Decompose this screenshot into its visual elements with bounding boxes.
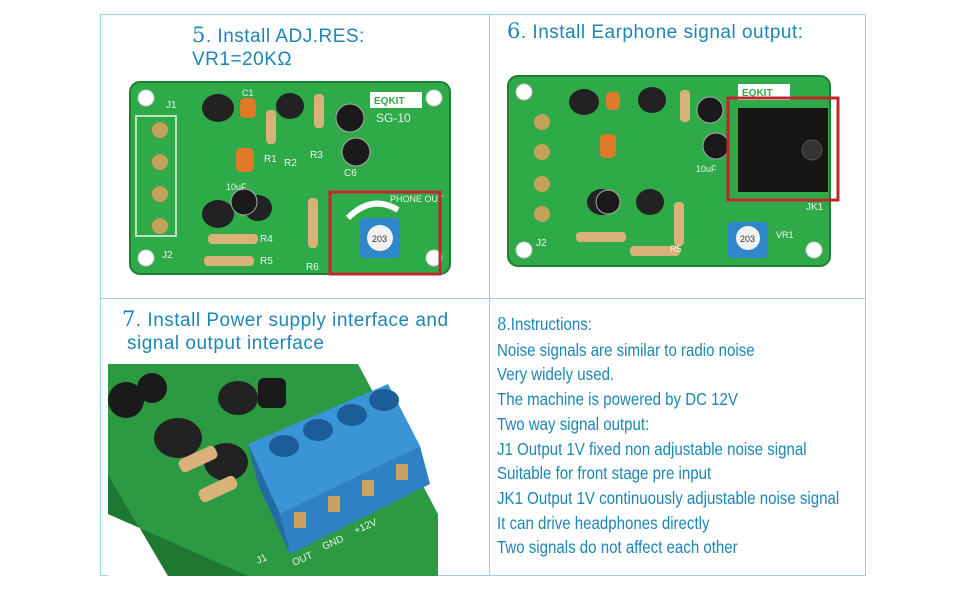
j2-label: J2 xyxy=(162,250,173,261)
instruction-line: Suitable for front stage pre input xyxy=(497,463,712,484)
j1-label: J1 xyxy=(166,100,177,111)
step6-number: 6 xyxy=(507,19,521,43)
brand-label-2: EQKIT xyxy=(742,88,773,99)
r5-label-2: R5 xyxy=(670,244,682,254)
brand-label: EQKIT xyxy=(374,96,405,107)
pot-code-label: 203 xyxy=(372,234,387,244)
pot-code-label-2: 203 xyxy=(740,234,755,244)
step6-title-text: . Install Earphone signal output: xyxy=(520,22,804,43)
r3-label: R3 xyxy=(310,150,323,161)
instruction-line: Noise signals are similar to radio noise xyxy=(497,339,755,360)
step8-title-text: .Instructions: xyxy=(506,314,592,334)
instructions-block: 8.Instructions: Noise signals are simila… xyxy=(497,312,839,560)
cap-value-label-2: 10uF xyxy=(696,164,717,174)
left-border xyxy=(100,14,101,576)
step5-subtitle: VR1=20KΩ xyxy=(192,49,293,70)
step8-number: 8 xyxy=(497,315,507,335)
step5-title: 5. Install ADJ.RES: xyxy=(192,22,365,50)
j1-label-3: J1 xyxy=(255,552,270,567)
grid-frame xyxy=(100,14,866,576)
model-label: SG-10 xyxy=(376,111,411,125)
vr1-label: VR1 xyxy=(776,230,794,240)
instruction-line: Very widely used. xyxy=(497,364,615,385)
step5-pcb-photo: EQKIT SG-10 J1 J2 R1 R2 R3 R4 R5 R6 C6 C… xyxy=(122,78,458,278)
c1-label: C1 xyxy=(242,88,254,98)
right-border xyxy=(865,14,866,576)
instruction-line: Two way signal output: xyxy=(497,413,650,434)
r6-label: R6 xyxy=(306,262,319,273)
c6-label: C6 xyxy=(344,168,357,179)
step5-number: 5 xyxy=(192,23,206,47)
r5-label: R5 xyxy=(260,256,273,267)
step6-pcb-photo: EQKIT R5 J2 10uF JK1 203 VR1 xyxy=(500,72,840,270)
instructions-heading: 8.Instructions: xyxy=(497,312,839,338)
instruction-line: J1 Output 1V fixed non adjustable noise … xyxy=(497,438,807,459)
bottom-border xyxy=(100,575,866,576)
step7-title-line2: signal output interface xyxy=(127,333,325,354)
instruction-line: Two signals do not affect each other xyxy=(497,537,738,558)
top-border xyxy=(100,14,866,15)
step7-title: 7. Install Power supply interface and xyxy=(122,306,449,334)
step7-terminal-photo: OUT GND +12V J1 xyxy=(108,364,438,576)
center-border xyxy=(489,14,490,576)
instruction-line: It can drive headphones directly xyxy=(497,512,710,533)
cap-value-label: 10uF xyxy=(226,182,247,192)
step7-number: 7 xyxy=(122,307,136,331)
jk1-label: JK1 xyxy=(806,202,824,213)
r4-label: R4 xyxy=(260,234,273,245)
middle-border xyxy=(100,298,866,299)
r2-label: R2 xyxy=(284,158,297,169)
step5-title-text: . Install ADJ.RES: xyxy=(205,26,365,47)
phone-out-label: PHONE OUT xyxy=(390,194,444,204)
instruction-line: JK1 Output 1V continuously adjustable no… xyxy=(497,487,840,508)
j2-label-2: J2 xyxy=(536,238,547,249)
step7-title-text: . Install Power supply interface and xyxy=(135,310,449,331)
r1-label: R1 xyxy=(264,154,277,165)
instruction-line: The machine is powered by DC 12V xyxy=(497,389,738,410)
step6-title: 6. Install Earphone signal output: xyxy=(507,18,804,46)
